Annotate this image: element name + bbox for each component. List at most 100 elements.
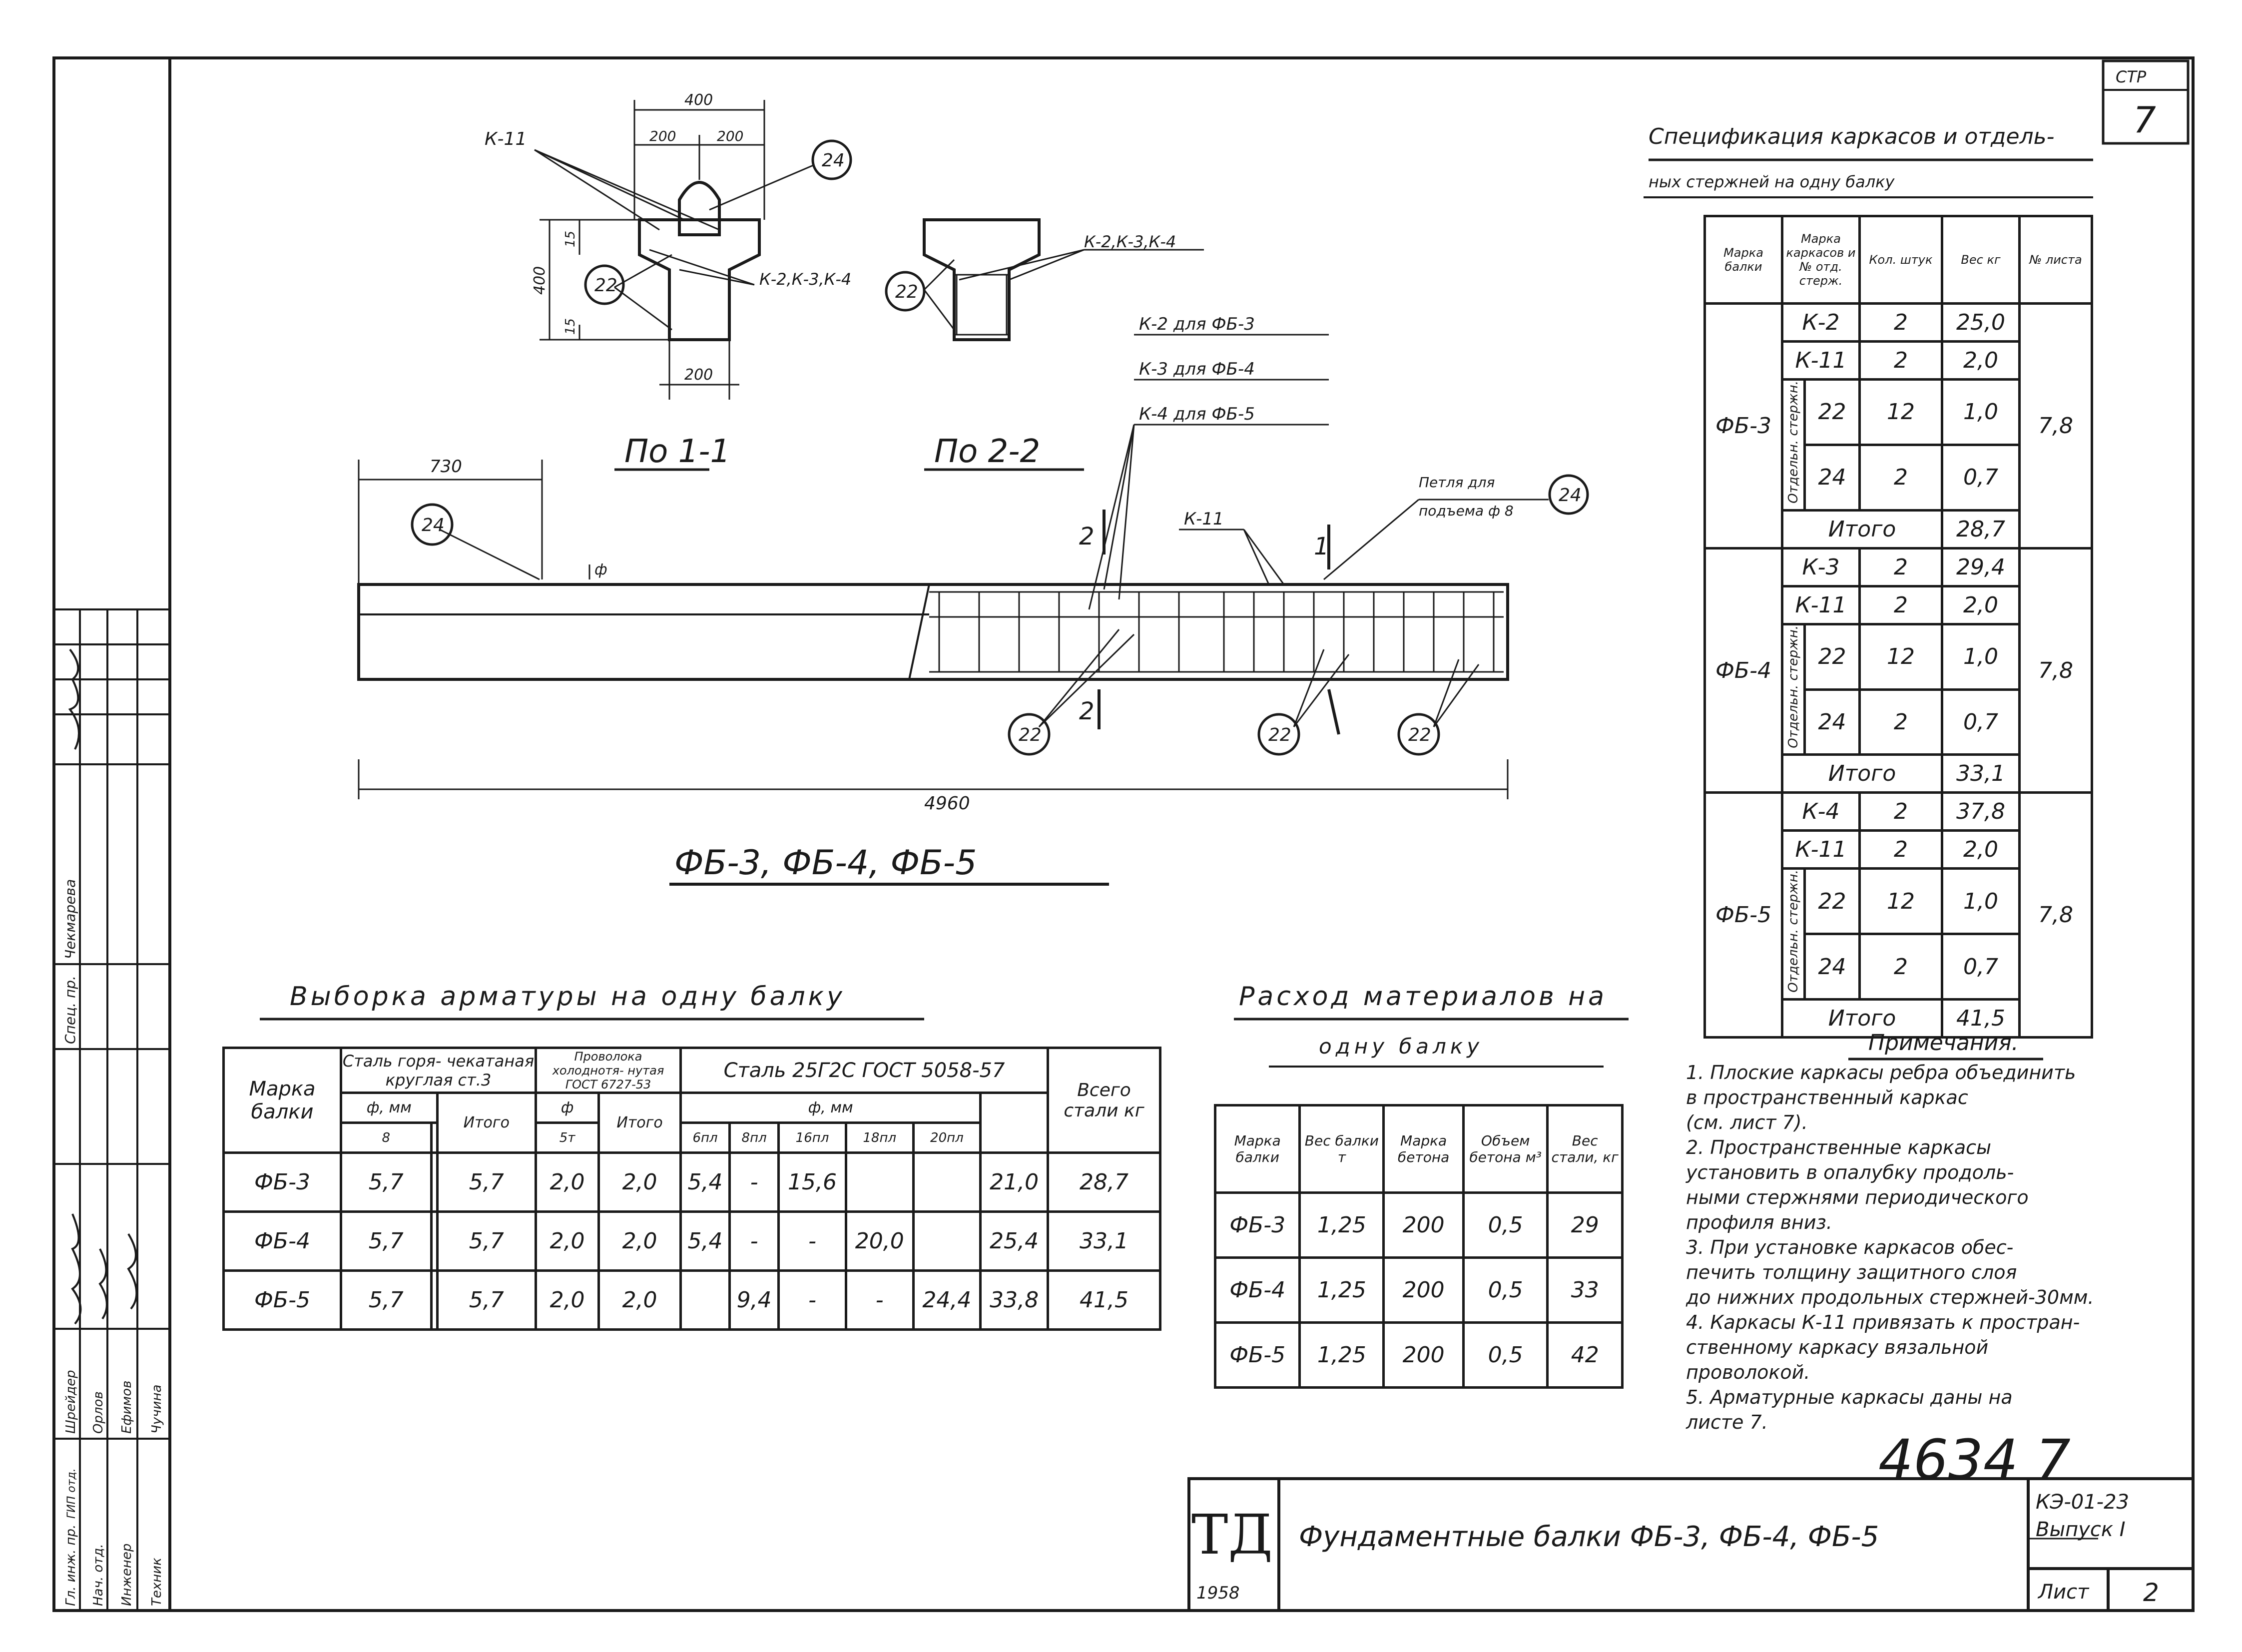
rebar-cell: 5,7 [340, 1151, 433, 1213]
rb-h-itogo2: Итого [597, 1092, 682, 1154]
spec-bar-no: 22 [1803, 378, 1861, 446]
callout-22b-text: 22 [895, 282, 918, 302]
label-k4-for: К-4 для ФБ-5 [1139, 404, 1255, 424]
rebar-title: Выборка арматуры на одну балку [290, 982, 845, 1012]
spec-h-weight: Вес кг [1941, 215, 2021, 305]
rebar-cell: 5,4 [679, 1151, 731, 1213]
spec-h-qty: Кол. штук [1858, 215, 1943, 305]
rb-h-wire: Проволока холоднотя- нутая ГОСТ 6727-53 [535, 1047, 682, 1094]
ls-role2: Спец. пр. [62, 976, 78, 1044]
rebar-cell [430, 1269, 439, 1331]
spec-bar-weight: 1,0 [1941, 622, 2021, 691]
callout-22c [1008, 713, 1051, 756]
spec-bar-qty: 2 [1858, 688, 1943, 756]
cut-1: 1 [1314, 533, 1329, 560]
note-line: до нижних продольных стержней-30мм. [1686, 1286, 2094, 1308]
spec-bar-qty: 2 [1858, 443, 1943, 512]
dim-phi: ф [594, 561, 607, 578]
rb-h-total: Всего стали кг [1047, 1047, 1161, 1154]
rb-h-s4: 20пл [912, 1121, 982, 1154]
rebar-cell: 5,7 [436, 1210, 538, 1272]
ls-name-3: Чучина [149, 1385, 164, 1434]
rebar-cell [679, 1269, 731, 1331]
callout-22a [584, 264, 625, 305]
rebar-cell: 2,0 [597, 1151, 682, 1213]
signature-1 [68, 648, 80, 750]
cut-2a: 2 [1079, 523, 1095, 551]
materials-cell: 200 [1382, 1191, 1465, 1259]
label-k2-for: К-2 для ФБ-3 [1139, 314, 1255, 334]
rebar-cell: - [844, 1269, 915, 1331]
outer-frame [52, 56, 2195, 1612]
title-block-frame [1187, 1477, 2195, 1612]
callout-22e [1397, 713, 1440, 756]
mt-h-1: Вес балки т [1298, 1104, 1385, 1194]
spec-mark: К-11 [1781, 829, 1861, 870]
materials-cell: 0,5 [1462, 1321, 1549, 1389]
note-line: установить в опалубку продоль- [1686, 1161, 2014, 1183]
dim-h1: 15 [563, 231, 578, 247]
spec-qty: 2 [1858, 829, 1943, 870]
note-line: ственному каркасу вязальной [1686, 1336, 1989, 1358]
spec-sheet: 7,8 [2018, 302, 2093, 550]
corner-label: СТР [2116, 67, 2147, 86]
sheet-corner-box [2102, 59, 2190, 145]
rb-h-d8: 8 [340, 1121, 433, 1154]
spec-bar-qty: 2 [1858, 933, 1943, 1001]
spec-title-2: ных стержней на одну балку [1649, 172, 1895, 191]
spec-mark: К-2 [1781, 302, 1861, 343]
spec-bar-no: 24 [1803, 443, 1861, 512]
callout-24b-text: 24 [1559, 485, 1582, 506]
label-k234-a: К-2,К-3,К-4 [759, 270, 851, 289]
ls-name-2: Ефимов [119, 1381, 134, 1434]
callout-22d [1257, 713, 1300, 756]
rebar-cell: 5,7 [436, 1269, 538, 1331]
callout-22a-text: 22 [594, 275, 617, 296]
materials-cell: 33 [1546, 1256, 1624, 1324]
spec-weight: 2,0 [1941, 340, 2021, 381]
spec-title-1: Спецификация каркасов и отдель- [1649, 124, 2055, 149]
note-line: листе 7. [1686, 1411, 1768, 1433]
rebar-cell: 25,4 [979, 1210, 1049, 1272]
section2-title: По 2-2 [934, 433, 1040, 470]
spec-total: 41,5 [1941, 998, 2021, 1039]
rb-h-d5: 5т [534, 1121, 600, 1154]
spec-bars-side-label: Отдельн. стержн. [1786, 381, 1801, 504]
tb-sheet-label: Лист [2037, 1581, 2090, 1604]
callout-22b [885, 271, 926, 312]
callout-22e-text: 22 [1408, 725, 1431, 745]
callout-24a-text: 24 [822, 150, 845, 171]
rebar-cell: - [728, 1210, 780, 1272]
section-2-2 [923, 218, 1041, 341]
spec-bar-no: 24 [1803, 933, 1861, 1001]
rb-h-phi: ф [534, 1092, 600, 1124]
rebar-cell: 2,0 [597, 1269, 682, 1331]
materials-cell: ФБ-4 [1213, 1256, 1301, 1324]
rb-h-s1: 8пл [728, 1121, 780, 1154]
notes-title: Примечания. [1868, 1030, 2019, 1056]
rebar-cell: 5,4 [679, 1210, 731, 1272]
rb-h-itogo1: Итого [436, 1092, 538, 1154]
rebar-cell: 9,4 [728, 1269, 780, 1331]
rebar-cell: ФБ-4 [222, 1210, 342, 1272]
spec-beam: ФБ-4 [1703, 547, 1783, 794]
spec-total-label: Итого [1781, 509, 1943, 550]
materials-cell: 1,25 [1298, 1256, 1385, 1324]
spec-bar-qty: 12 [1858, 622, 1943, 691]
rebar-cell: - [728, 1151, 780, 1213]
stamp-number: 4634 7 [1878, 1428, 2071, 1492]
dim-beam-length: 4960 [924, 793, 970, 814]
rebar-cell: 33,8 [979, 1269, 1049, 1331]
note-line: 4. Каркасы К-11 привязать к простран- [1686, 1311, 2080, 1333]
spec-beam: ФБ-3 [1703, 302, 1783, 550]
note-line: проволокой. [1686, 1361, 1810, 1383]
spec-bar-qty: 12 [1858, 867, 1943, 936]
spec-total: 33,1 [1941, 753, 2021, 794]
rebar-cell [912, 1210, 982, 1272]
spec-bar-no: 24 [1803, 688, 1861, 756]
rb-h-phi-mm2: ф, мм [679, 1092, 982, 1124]
materials-title-2: одну балку [1319, 1034, 1484, 1059]
note-line: ными стержнями периодического [1686, 1186, 2029, 1208]
